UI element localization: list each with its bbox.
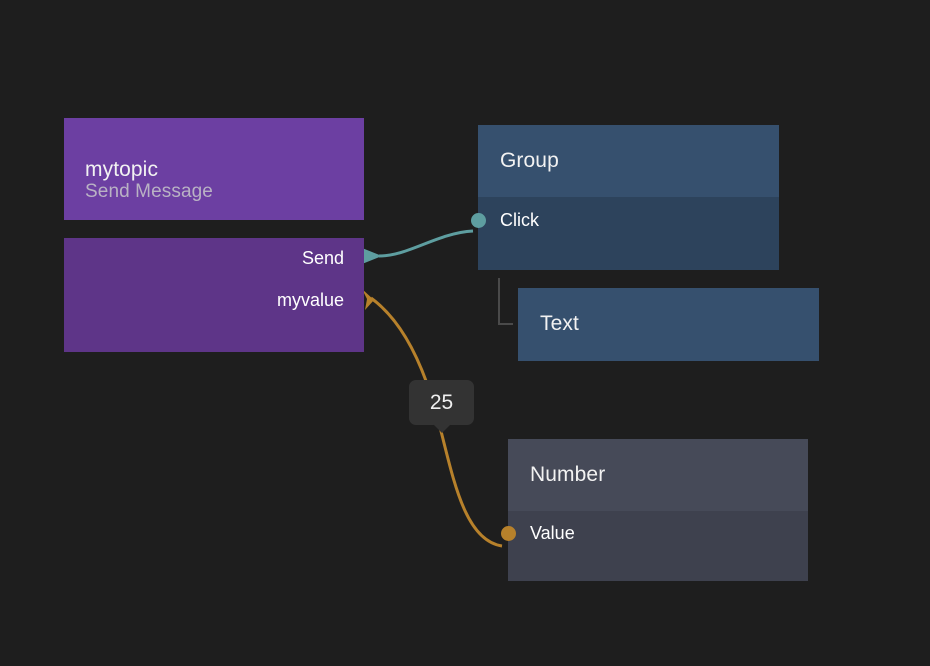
node-group-body: Click: [471, 197, 779, 270]
node-text[interactable]: Text: [518, 288, 819, 361]
edge-path: [378, 229, 474, 258]
arrow-head-icon: [362, 248, 382, 264]
node-mytopic[interactable]: mytopic Send Message Send myvalue: [64, 118, 364, 352]
port-row-myvalue[interactable]: myvalue: [64, 280, 364, 320]
node-text-header[interactable]: Text: [518, 288, 819, 361]
node-group-title: Group: [500, 148, 559, 172]
port-label-myvalue: myvalue: [276, 290, 344, 310]
node-number-header[interactable]: Number: [508, 439, 808, 511]
edge-value-badge-text: 25: [429, 391, 454, 414]
node-group-header[interactable]: Group: [478, 125, 779, 197]
node-mytopic-subtitle: Send Message: [85, 181, 213, 203]
port-label-click: Click: [500, 210, 539, 230]
node-number[interactable]: Number Value: [501, 439, 808, 581]
node-group[interactable]: Group Click: [471, 125, 779, 270]
edge-click-to-send: [362, 229, 474, 264]
edge-value-badge: 25: [409, 380, 474, 433]
port-dot-icon-click[interactable]: [471, 213, 486, 228]
port-row-send[interactable]: Send: [64, 238, 364, 278]
port-dot-icon-value[interactable]: [501, 526, 516, 541]
port-row-value[interactable]: Value: [501, 511, 808, 555]
port-label-send: Send: [301, 248, 344, 268]
port-row-click[interactable]: Click: [471, 197, 779, 243]
badge-tail-icon: [432, 424, 451, 433]
node-number-body: Value: [501, 511, 808, 581]
node-mytopic-body: Send myvalue: [64, 238, 364, 352]
node-mytopic-title: mytopic: [85, 158, 159, 182]
node-number-title: Number: [530, 462, 606, 486]
node-text-title: Text: [540, 312, 579, 336]
tree-bracket-icon: [498, 278, 513, 325]
port-label-value: Value: [530, 523, 575, 543]
node-mytopic-header[interactable]: mytopic Send Message: [64, 118, 364, 220]
